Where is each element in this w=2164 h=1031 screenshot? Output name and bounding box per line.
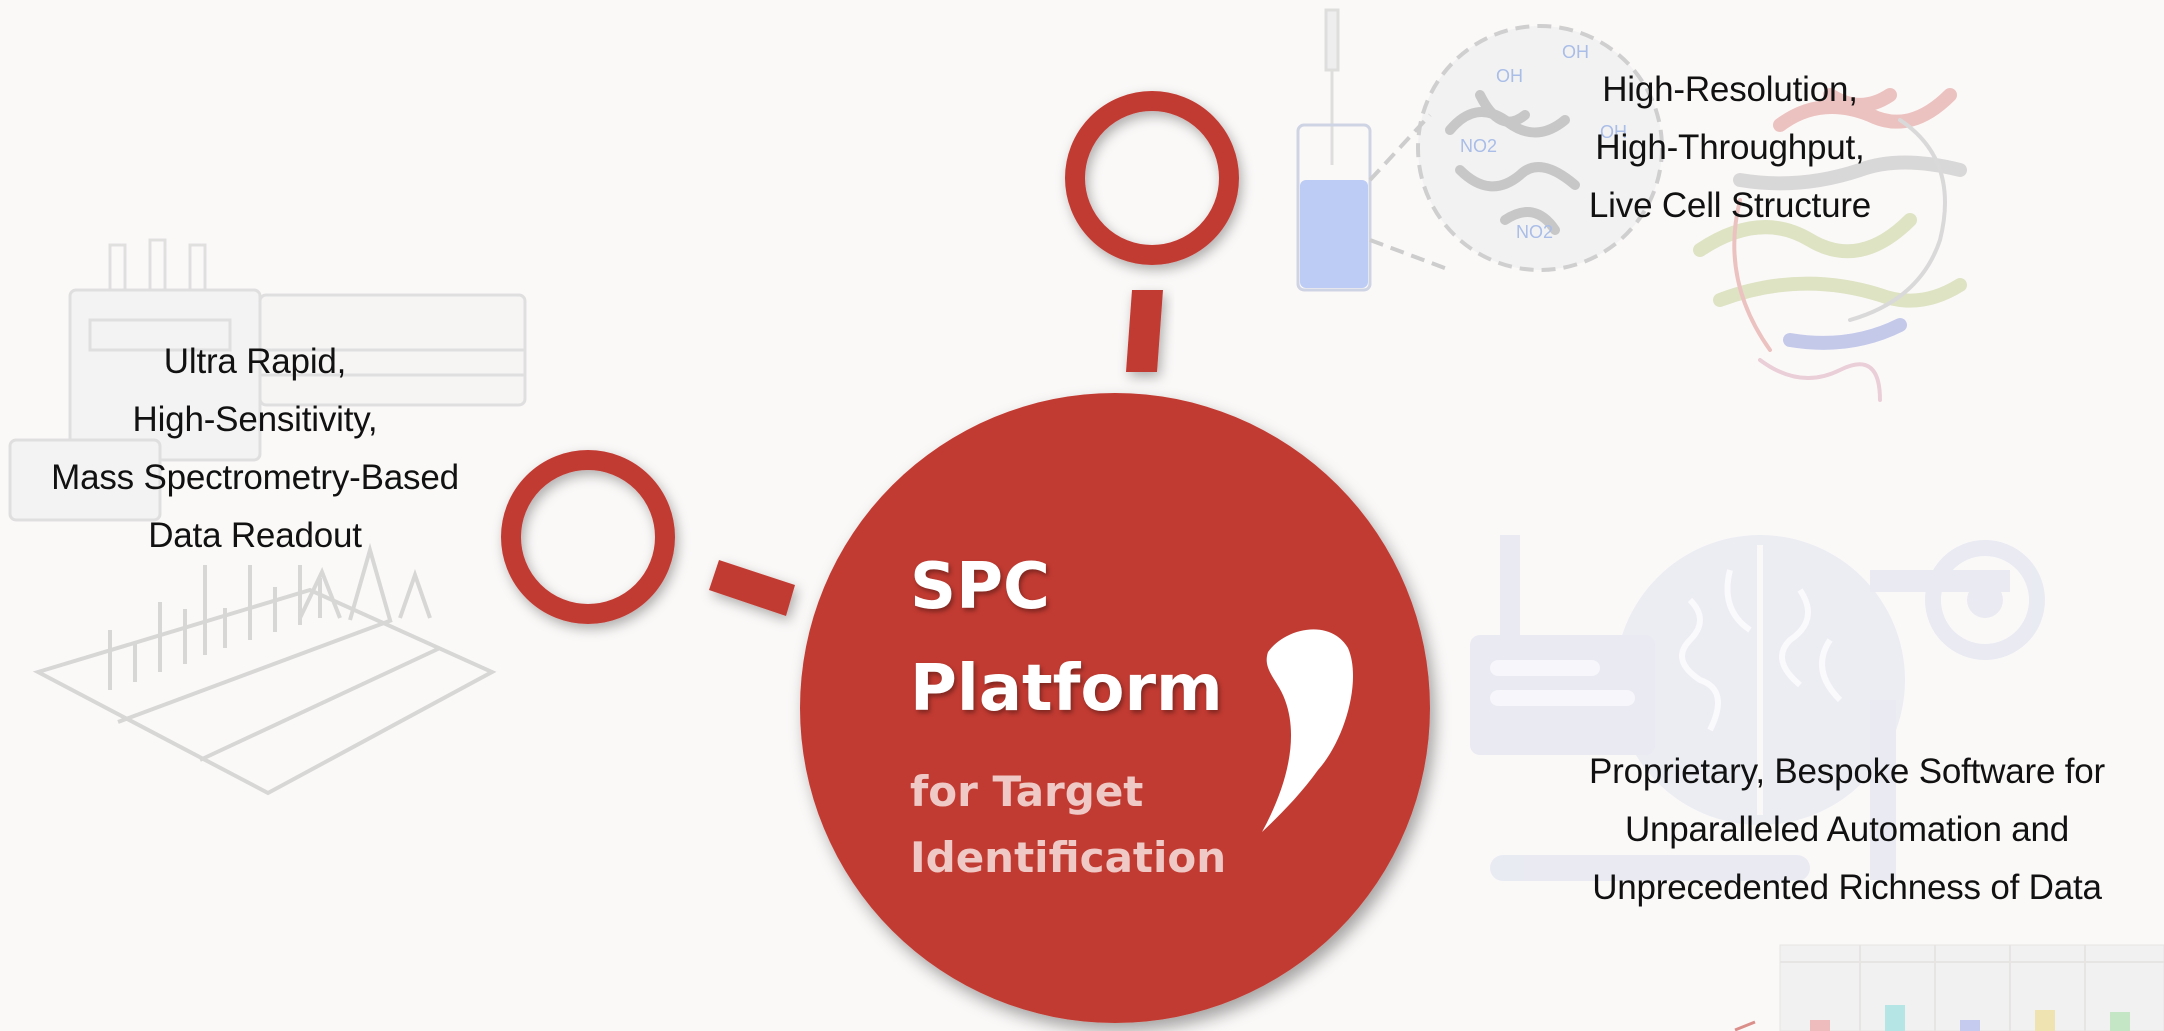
connector-top [1126, 290, 1163, 372]
molecule-label: OH [1496, 66, 1523, 86]
node-label-line: Ultra Rapid, [163, 342, 347, 381]
mass-spectrometer-illustration [8, 238, 527, 522]
node-label-right: Proprietary, Bespoke Software for Unpara… [1530, 743, 2164, 917]
node-label-line: Proprietary, Bespoke Software for [1588, 752, 2106, 791]
node-label-line: Data Readout [148, 516, 362, 555]
node-label-line: Unparalleled Automation and [1624, 810, 2070, 849]
node-ring-left [501, 450, 675, 624]
ai-software-illustration [1470, 535, 2045, 881]
molecule-label: NO2 [1460, 136, 1497, 156]
hub-subtitle-line1: for Target [910, 767, 1144, 816]
node-ring-top [1065, 91, 1239, 265]
connector-left [709, 560, 795, 616]
hub-circle [800, 393, 1430, 1023]
node-label-line: High-Sensitivity, [132, 400, 378, 439]
live-cell-structure-illustration: OH OH OH NO2 NO2 [1296, 8, 1967, 402]
node-label-line: Unprecedented Richness of Data [1592, 868, 2102, 907]
node-label-line: High-Throughput, [1595, 128, 1865, 167]
molecule-label: OH [1600, 122, 1627, 142]
hub-swoosh [1262, 629, 1354, 832]
hub-title-line2: Platform [910, 652, 1223, 726]
node-label-left: Ultra Rapid, High-Sensitivity, Mass Spec… [0, 333, 510, 565]
connectors [709, 290, 1163, 616]
hub-title-line1: SPC [910, 550, 1050, 624]
bar-chart-illustration [1734, 944, 2164, 1031]
node-label-top: High-Resolution, High-Throughput, Live C… [1520, 61, 1940, 235]
node-label-line: Live Cell Structure [1588, 186, 1872, 225]
node-label-line: High-Resolution, [1602, 70, 1858, 109]
node-label-line: Mass Spectrometry-Based [51, 458, 459, 497]
spectrum-plot-illustration [32, 542, 497, 796]
hub-subtitle-line2: Identification [910, 833, 1227, 882]
molecule-label: OH [1562, 42, 1589, 62]
molecule-label: NO2 [1516, 222, 1553, 242]
